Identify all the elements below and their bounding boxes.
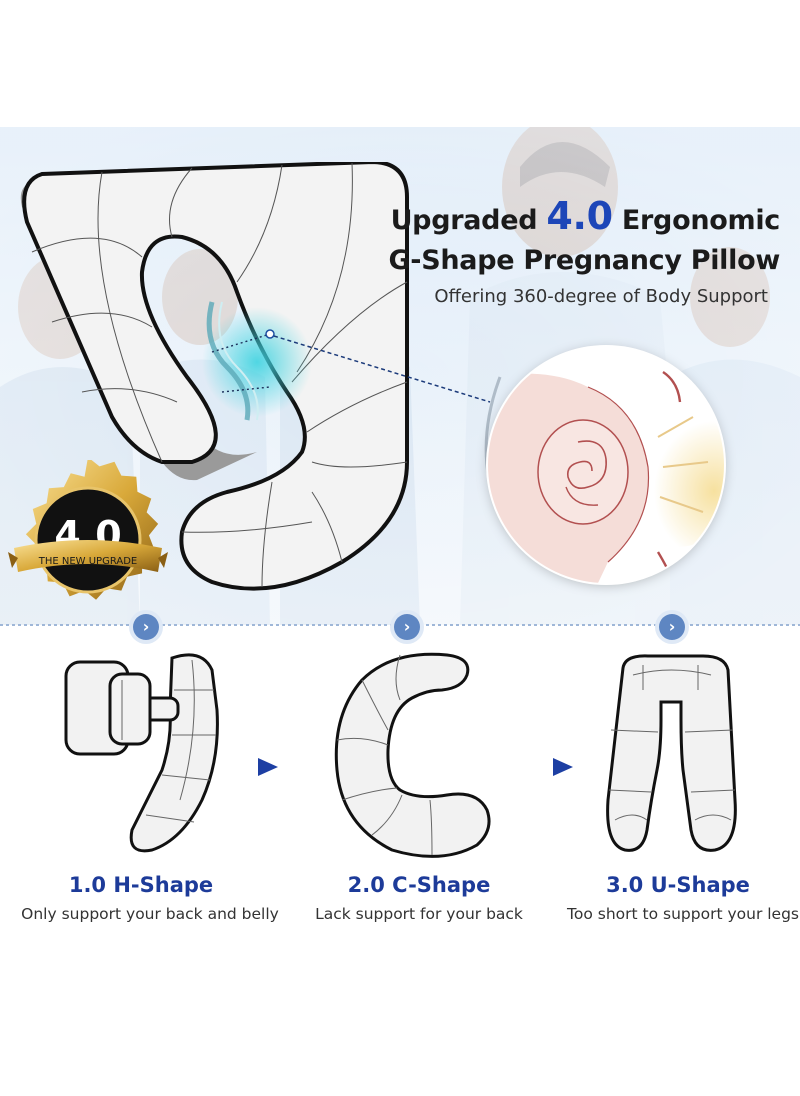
g-shape-pillow-illustration	[20, 162, 491, 591]
u-shape-description: Too short to support your legs	[567, 905, 799, 923]
version-number: 4.0	[546, 194, 613, 238]
badge-ribbon-text: THE NEW UPGRADE	[38, 556, 138, 567]
h-shape-description: Only support your back and belly	[21, 905, 279, 923]
fetus-illustration	[488, 371, 724, 583]
h-shape-pillow-illustration	[64, 653, 219, 853]
play-triangle-icon	[553, 758, 573, 776]
upgrade-badge: 4.0 THE NEW UPGRADE	[8, 460, 168, 600]
c-shape-title: 2.0 C-Shape	[347, 873, 491, 897]
c-shape-pillow-illustration	[334, 652, 491, 858]
headline-suffix: Ergonomic	[621, 205, 780, 236]
headline-line-2: G-Shape Pregnancy Pillow	[388, 245, 780, 276]
chevron-right-icon: ›	[394, 614, 420, 640]
chevron-right-icon: ›	[659, 614, 685, 640]
headline-line-1: Upgraded 4.0 Ergonomic	[388, 194, 781, 241]
headline-prefix: Upgraded	[390, 205, 538, 236]
u-shape-pillow-illustration	[606, 654, 737, 852]
pregnancy-belly-closeup	[488, 347, 724, 583]
headline: Upgraded 4.0 Ergonomic G-Shape Pregnancy…	[388, 196, 780, 281]
h-shape-title: 1.0 H-Shape	[68, 873, 214, 897]
u-shape-title: 3.0 U-Shape	[606, 873, 750, 897]
chevron-right-icon: ›	[133, 614, 159, 640]
play-triangle-icon	[258, 758, 278, 776]
headline-subtitle: Offering 360-degree of Body Support	[434, 286, 768, 307]
c-shape-description: Lack support for your back	[315, 905, 523, 923]
